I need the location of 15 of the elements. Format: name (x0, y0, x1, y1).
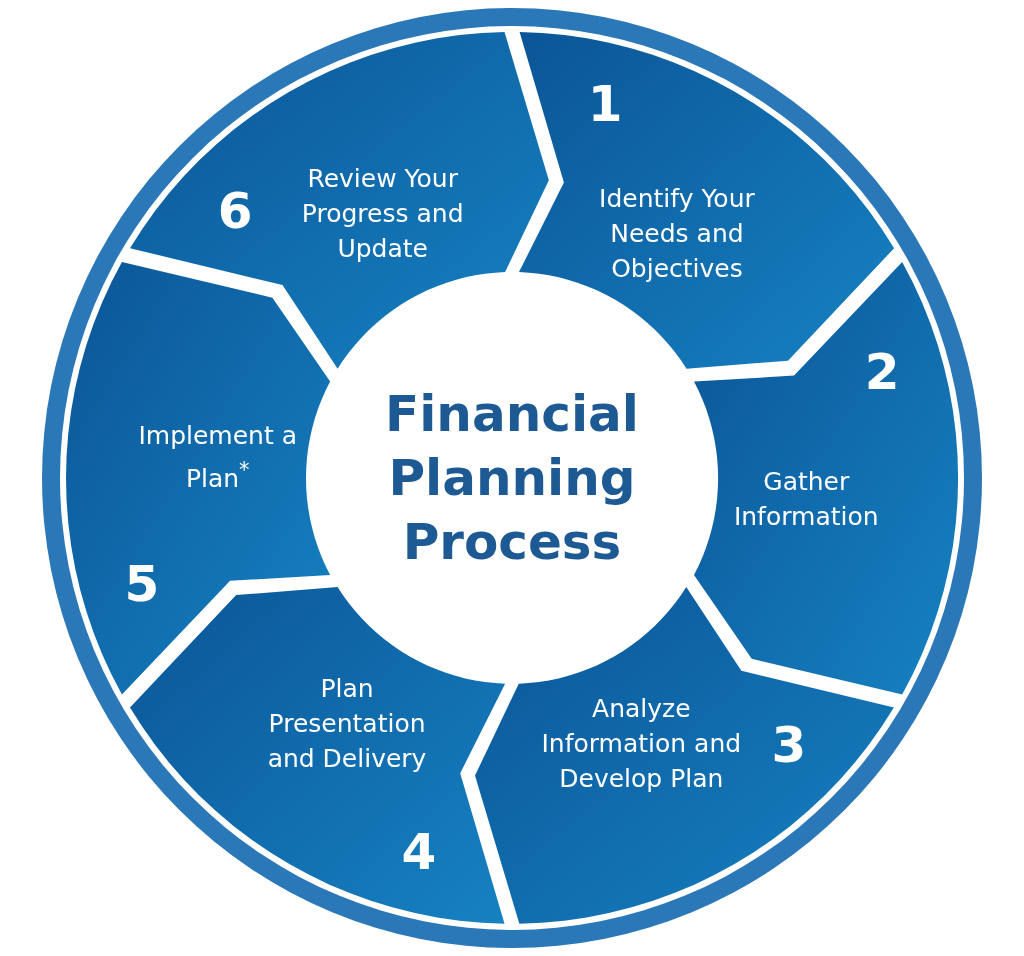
step-number: 3 (771, 716, 807, 775)
step-number: 2 (864, 342, 900, 401)
step-label: Gather Information (732, 465, 880, 533)
step-label: Review Your Progress and Update (300, 162, 465, 265)
step-number: 6 (217, 181, 253, 240)
step-label: Plan Presentation and Delivery (266, 672, 428, 775)
step-number: 4 (401, 822, 437, 881)
step-label: Analyze Information and Develop Plan (541, 692, 742, 795)
step-number: 5 (124, 555, 160, 614)
step-label: Identify Your Needs and Objectives (598, 182, 756, 285)
step-number: 1 (587, 75, 623, 134)
process-segment (475, 587, 895, 924)
title-text: Financial Planning Process (384, 384, 640, 573)
step-label: Implement a Plan$^{*}$ (137, 420, 298, 496)
process-segment (129, 32, 549, 369)
